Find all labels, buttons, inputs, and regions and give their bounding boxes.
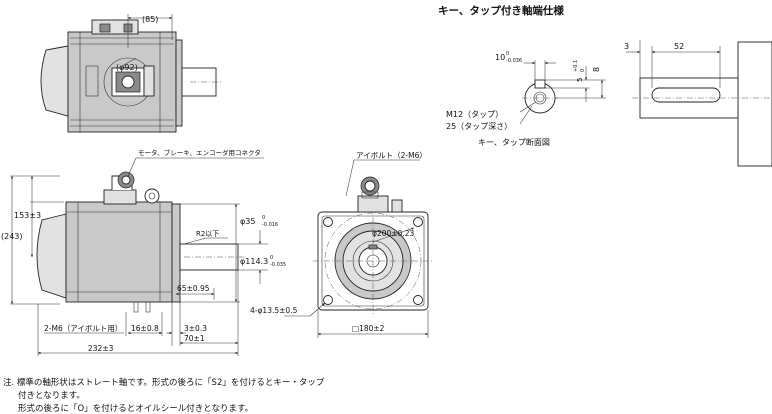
dim-65-text: 65±0.95	[177, 284, 210, 293]
top-view: (85) (φ92)	[40, 14, 222, 133]
note-line-2: 付きとなります。	[18, 390, 85, 401]
key-tap-detail: キー、タップ付き軸端仕様 10 0 -0.036 5 +0.1 0 8 M12（…	[438, 4, 772, 167]
dim-153-text: 153±3	[14, 211, 41, 220]
pcd-text: φ200±0.23	[372, 229, 414, 238]
front-view: アイボルト（2-M6） φ200±0.23 4-φ13.5±0.5 □180±2	[250, 151, 433, 338]
tap-label: M12（タップ）	[446, 110, 503, 119]
section-label: キー、タップ断面図	[478, 137, 550, 147]
dim-70-text: 70±1	[184, 334, 205, 343]
side-view: モータ、ブレーキ、エンコーダ用コネクタ 153±3 (243) φ35 0 -0…	[1, 148, 286, 356]
dim-8-text: 8	[592, 67, 601, 72]
dim-85-text: (85)	[142, 15, 158, 24]
dim-232-text: 232±3	[88, 344, 114, 353]
shaft-dia-tol-top: 0	[262, 215, 265, 221]
flange-text: □180±2	[352, 324, 385, 333]
dim-92-text: (φ92)	[116, 63, 138, 72]
pilot-dia-text: φ114.3	[240, 257, 268, 266]
note-line-3: 形式の後ろに「O」を付けるとオイルシール付きとなります。	[18, 403, 253, 414]
key-width-tol-bot: -0.036	[506, 58, 522, 64]
pilot-dia-tol-top: 0	[270, 255, 273, 261]
dim-243-text: (243)	[1, 232, 23, 241]
key-depth-tol-top: +0.1	[573, 60, 579, 72]
note-line-1: 注. 標準の軸形状はストレート軸です。形式の後ろに「S2」を付けるとキー・タップ	[3, 377, 325, 388]
eyebolt-holes-text: 2-M6（アイボルト用）	[44, 324, 122, 333]
shaft-dia-tol-bot: -0.016	[262, 222, 278, 228]
key-depth-tol-bot: 0	[580, 69, 586, 72]
key-depth-text: 5	[576, 78, 584, 82]
notes: 注. 標準の軸形状はストレート軸です。形式の後ろに「S2」を付けるとキー・タップ…	[3, 377, 325, 414]
fillet-text: R2以下	[196, 230, 219, 238]
key-width-text: 10	[495, 53, 505, 62]
tap-depth-text: 25（タップ深さ）	[446, 122, 512, 131]
eyebolt-label: アイボルト（2-M6）	[356, 151, 427, 160]
key-width-tol-top: 0	[506, 51, 509, 57]
mount-holes-text: 4-φ13.5±0.5	[250, 306, 298, 315]
dim-3-text: 3±0.3	[184, 324, 207, 333]
dim-16-text: 16±0.8	[131, 324, 159, 333]
pilot-dia-tol-bot: -0.035	[270, 262, 286, 268]
connector-label: モータ、ブレーキ、エンコーダ用コネクタ	[138, 148, 261, 157]
shaft-dia-text: φ35	[240, 217, 255, 226]
detail-title: キー、タップ付き軸端仕様	[438, 4, 564, 17]
dim-3-key-text: 3	[624, 42, 629, 51]
dim-52-text: 52	[674, 42, 684, 51]
